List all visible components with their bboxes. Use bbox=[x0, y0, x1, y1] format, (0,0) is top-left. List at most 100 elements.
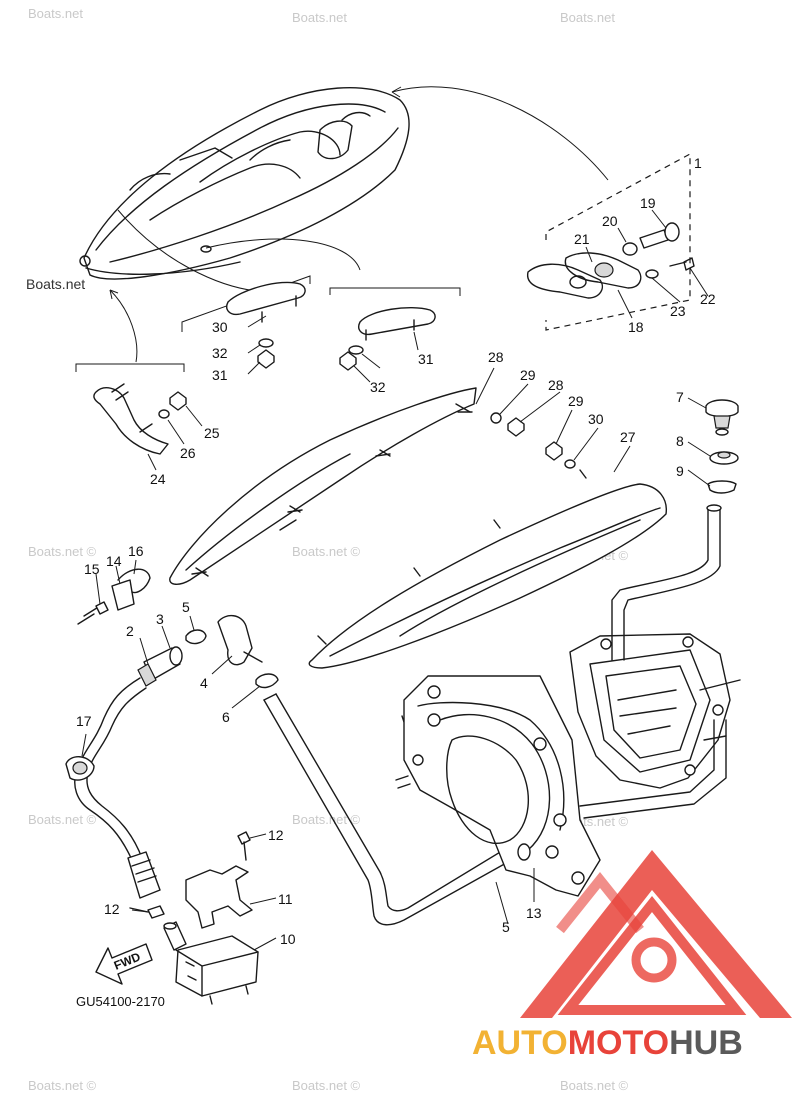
watermark: Boats.net © bbox=[28, 1078, 97, 1093]
arrowhead bbox=[109, 289, 119, 300]
callout-number: 8 bbox=[676, 433, 684, 449]
nozzle-housing bbox=[569, 633, 741, 789]
automotohub-logo: AUTOMOTOHUB bbox=[472, 850, 792, 1062]
callout-leader bbox=[185, 405, 203, 427]
watermark: Boats.net bbox=[560, 10, 615, 25]
watermark: Boats.net © bbox=[292, 812, 361, 827]
hose-lower bbox=[583, 719, 727, 819]
callout-number: 12 bbox=[104, 901, 120, 917]
callout-leader bbox=[189, 615, 195, 631]
callout-leader bbox=[95, 573, 101, 605]
callout-number: 27 bbox=[620, 429, 636, 445]
callout-leader bbox=[585, 246, 593, 263]
callout-leader bbox=[353, 365, 371, 383]
hose-16 bbox=[65, 677, 161, 899]
callout-leader bbox=[81, 733, 87, 757]
side-panel-27 bbox=[169, 387, 477, 585]
callout-number: 25 bbox=[204, 425, 220, 441]
callout-labels: 1 2 3 4 5 5 6 7 8 9 10 11 12 12 13 14 15… bbox=[76, 155, 716, 947]
callout-leader bbox=[115, 565, 121, 585]
tank-and-bracket bbox=[129, 831, 259, 1005]
logo-text: AUTOMOTOHUB bbox=[472, 1024, 743, 1062]
callout-number: 31 bbox=[212, 367, 228, 383]
callout-leader bbox=[211, 655, 233, 675]
callout-leader bbox=[555, 409, 573, 445]
callout-leader bbox=[495, 881, 509, 925]
callout-number: 32 bbox=[370, 379, 386, 395]
hose-4 bbox=[263, 693, 527, 926]
callout-number: 31 bbox=[418, 351, 434, 367]
callout-leader bbox=[133, 559, 137, 575]
callout-number: 10 bbox=[280, 931, 296, 947]
callout-number: 32 bbox=[212, 345, 228, 361]
callout-leader bbox=[613, 445, 631, 473]
callout-number: 3 bbox=[156, 611, 164, 627]
callout-leader bbox=[253, 937, 277, 951]
watermark: Boats.net bbox=[26, 276, 85, 292]
callout-leader bbox=[687, 397, 707, 409]
watercraft-overview bbox=[79, 87, 410, 280]
hose-lower bbox=[579, 719, 715, 807]
watermark: Boats.net © bbox=[560, 1078, 629, 1093]
callout-number: 9 bbox=[676, 463, 684, 479]
jet-pump-housing bbox=[395, 675, 601, 897]
forward-arrow-icon: FWD bbox=[95, 943, 153, 985]
watermark: Boats.net © bbox=[292, 544, 361, 559]
watermark: Boats.net © bbox=[28, 812, 97, 827]
callout-number: 2 bbox=[126, 623, 134, 639]
callout-number: 30 bbox=[212, 319, 228, 335]
nut-28 bbox=[545, 441, 563, 461]
bow-eye-bracket bbox=[75, 363, 187, 455]
diagram-code: GU54100-2170 bbox=[76, 994, 165, 1009]
callout-leader bbox=[247, 315, 267, 328]
leader-arrow bbox=[205, 238, 361, 271]
callout-leader bbox=[687, 469, 711, 487]
callout-number: 17 bbox=[76, 713, 92, 729]
callout-number: 26 bbox=[180, 445, 196, 461]
callout-number: 5 bbox=[182, 599, 190, 615]
callout-number: 7 bbox=[676, 389, 684, 405]
callout-leader bbox=[475, 367, 495, 405]
callout-leader bbox=[147, 453, 157, 471]
callout-leader bbox=[139, 637, 149, 665]
leader-arrow bbox=[391, 86, 609, 181]
watermark: Boats.net bbox=[292, 10, 347, 25]
callout-number: 1 bbox=[694, 155, 702, 171]
callout-number: 30 bbox=[588, 411, 604, 427]
callout-leader bbox=[499, 383, 529, 415]
callout-number: 11 bbox=[278, 891, 293, 907]
watermark: Boats.net © bbox=[292, 1078, 361, 1093]
callout-number: 4 bbox=[200, 675, 208, 691]
callout-leader bbox=[573, 427, 599, 461]
nut-28 bbox=[507, 417, 525, 437]
callout-number: 28 bbox=[488, 349, 504, 365]
grab-handle-left bbox=[181, 275, 311, 369]
hose-drain bbox=[611, 507, 709, 661]
callout-leader bbox=[247, 344, 261, 354]
callout-leader bbox=[167, 419, 185, 445]
callout-number: 19 bbox=[640, 195, 656, 211]
callout-number: 20 bbox=[602, 213, 618, 229]
callout-number: 24 bbox=[150, 471, 166, 487]
callout-number: 16 bbox=[128, 543, 144, 559]
callout-number: 5 bbox=[502, 919, 510, 935]
callout-number: 28 bbox=[548, 377, 564, 393]
callout-leader bbox=[617, 227, 627, 243]
callout-leader bbox=[161, 625, 171, 649]
grab-handle-right bbox=[329, 287, 461, 371]
callout-leader bbox=[687, 441, 711, 457]
callout-number: 12 bbox=[268, 827, 284, 843]
callout-leader bbox=[249, 897, 277, 905]
callout-number: 15 bbox=[84, 561, 100, 577]
leader-arrow bbox=[109, 289, 138, 363]
callout-number: 13 bbox=[526, 905, 542, 921]
callout-leader bbox=[651, 277, 681, 303]
leader-arrow bbox=[117, 209, 269, 293]
washer-29 bbox=[564, 459, 576, 469]
hose-fittings bbox=[137, 615, 279, 689]
side-panel-26 bbox=[308, 469, 667, 669]
callout-number: 18 bbox=[628, 319, 644, 335]
callout-leader bbox=[651, 209, 667, 229]
callout-number: 21 bbox=[574, 231, 590, 247]
